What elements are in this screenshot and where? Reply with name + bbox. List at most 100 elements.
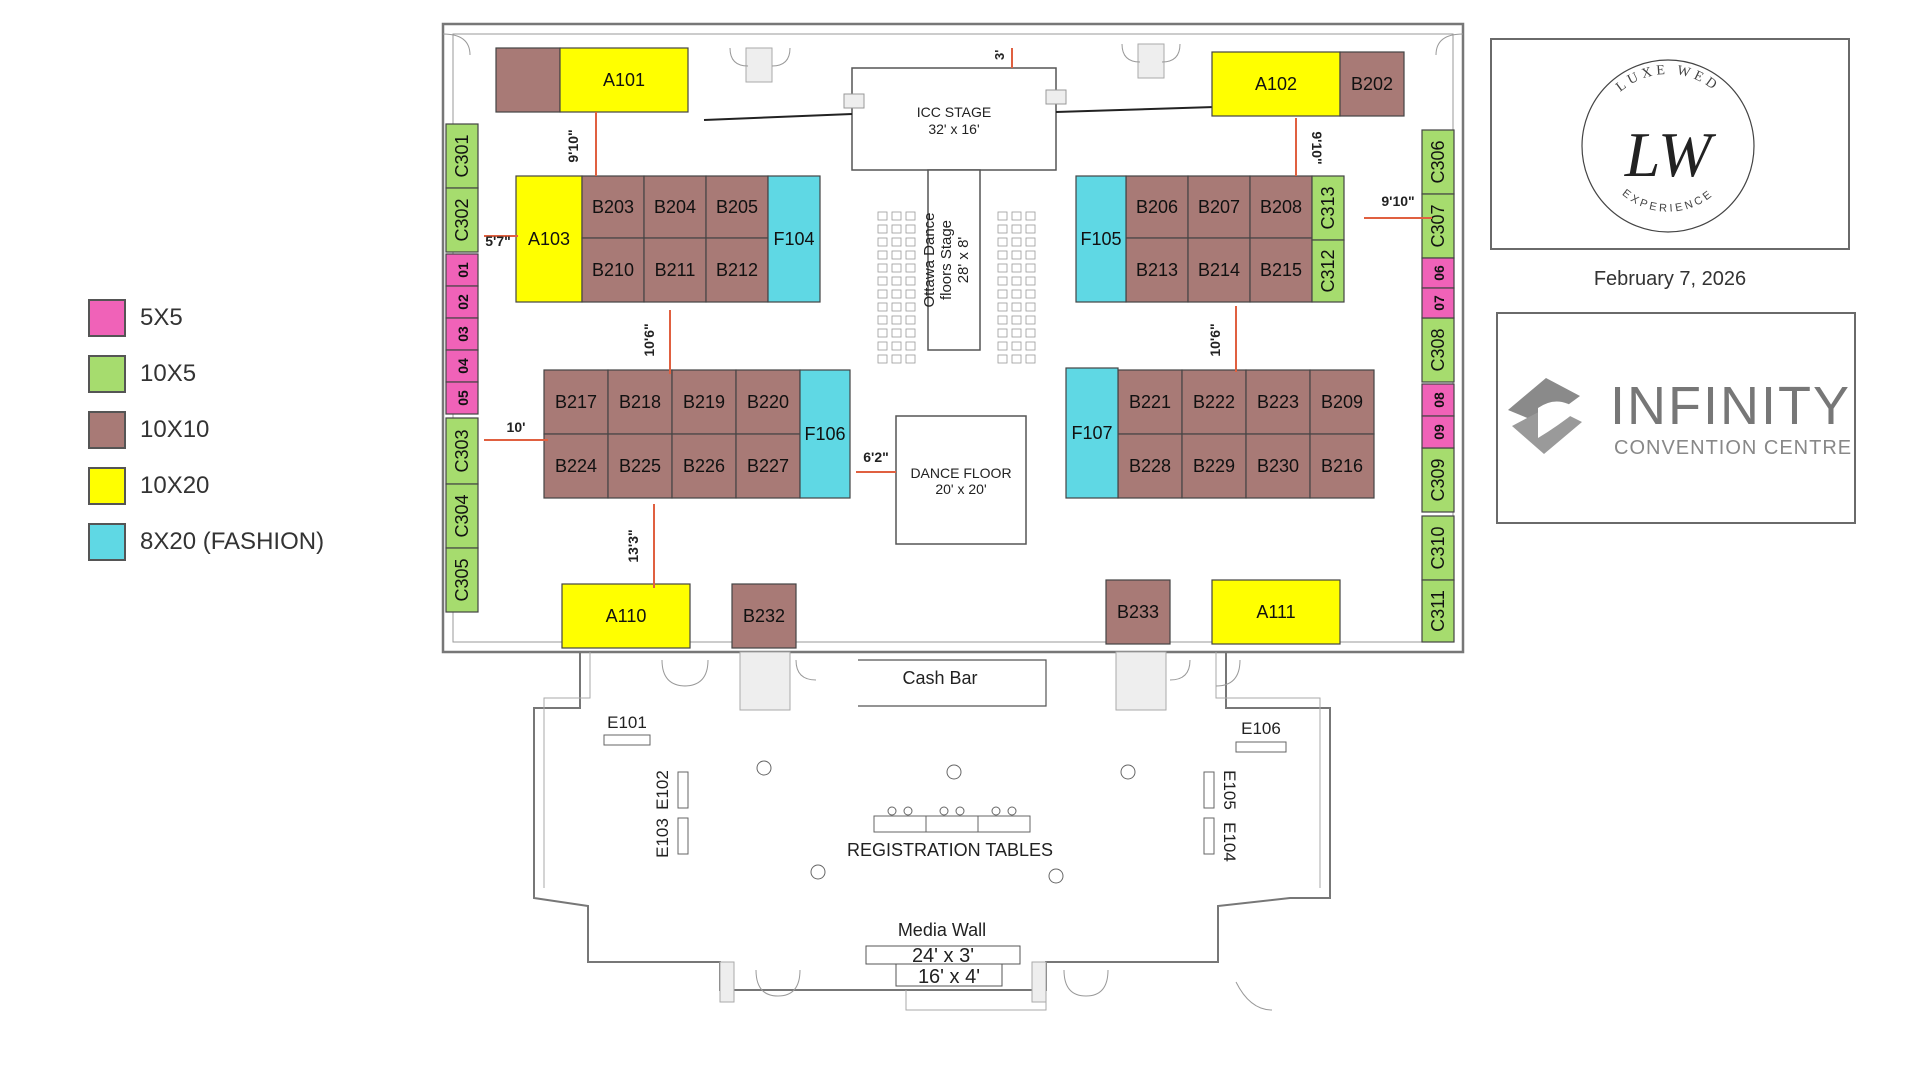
booth-rect[interactable]	[705, 237, 769, 303]
booth-C312[interactable]: C312	[1311, 239, 1345, 303]
booth-01[interactable]: 01	[445, 253, 479, 287]
booth-07[interactable]: 07	[1421, 287, 1455, 319]
booth-rect[interactable]	[1105, 579, 1171, 645]
booth-B215[interactable]: B215	[1249, 237, 1313, 303]
booth-B226[interactable]: B226	[671, 433, 737, 499]
booth-rect[interactable]	[1311, 239, 1345, 303]
booth-F106[interactable]: F106	[799, 369, 851, 499]
booth-rect[interactable]	[1421, 447, 1455, 513]
booth-rect[interactable]	[543, 433, 609, 499]
booth-B220[interactable]: B220	[735, 369, 801, 435]
booth-rect[interactable]	[1245, 433, 1311, 499]
booth-02[interactable]: 02	[445, 285, 479, 319]
booth-A102[interactable]: A102	[1211, 51, 1341, 117]
booth-B210[interactable]: B210	[581, 237, 645, 303]
booth-rect[interactable]	[1211, 51, 1341, 117]
booth-B228[interactable]: B228	[1117, 433, 1183, 499]
booth-B216[interactable]: B216	[1309, 433, 1375, 499]
booth-B205[interactable]: B205	[705, 175, 769, 239]
booth-rect[interactable]	[1421, 193, 1455, 259]
booth-B217[interactable]: B217	[543, 369, 609, 435]
booth-B206[interactable]: B206	[1125, 175, 1189, 239]
booth-rect[interactable]	[1249, 237, 1313, 303]
booth-B233[interactable]: B233	[1105, 579, 1171, 645]
booth-06[interactable]: 06	[1421, 257, 1455, 289]
booth-rect[interactable]	[559, 47, 689, 113]
booth-09[interactable]: 09	[1421, 415, 1455, 449]
booth-F104[interactable]: F104	[767, 175, 821, 303]
booth-A110[interactable]: A110	[561, 583, 691, 649]
booth-rect[interactable]	[445, 285, 479, 319]
booth-rect[interactable]	[1187, 175, 1251, 239]
booth-rect[interactable]	[1421, 515, 1455, 581]
booth-08[interactable]: 08	[1421, 383, 1455, 417]
booth-rect[interactable]	[1075, 175, 1127, 303]
booth-rect[interactable]	[1245, 369, 1311, 435]
booth-A101[interactable]: A101	[559, 47, 689, 113]
booth-rect[interactable]	[1421, 317, 1455, 383]
booth-F107[interactable]: F107	[1065, 367, 1119, 499]
booth-rect[interactable]	[1421, 287, 1455, 319]
booth-rect[interactable]	[543, 369, 609, 435]
booth-rect[interactable]	[799, 369, 851, 499]
booth-B209[interactable]: B209	[1309, 369, 1375, 435]
booth-B221[interactable]: B221	[1117, 369, 1183, 435]
booth-B227[interactable]: B227	[735, 433, 801, 499]
booth-C311[interactable]: C311	[1421, 579, 1455, 643]
booth-B219[interactable]: B219	[671, 369, 737, 435]
booth-rect[interactable]	[1339, 51, 1405, 117]
booth-rect[interactable]	[1117, 433, 1183, 499]
booth-C308[interactable]: C308	[1421, 317, 1455, 383]
booth-C302[interactable]: C302	[445, 187, 479, 253]
booth-rect[interactable]	[1117, 369, 1183, 435]
booth-A103[interactable]: A103	[515, 175, 583, 303]
booth-rect[interactable]	[445, 349, 479, 383]
booth-rect[interactable]	[731, 583, 797, 649]
booth-rect[interactable]	[643, 237, 707, 303]
booth-rect[interactable]	[445, 483, 479, 549]
booth-B203[interactable]: B203	[581, 175, 645, 239]
booth-03[interactable]: 03	[445, 317, 479, 351]
booth-B222[interactable]: B222	[1181, 369, 1247, 435]
booth-rect[interactable]	[445, 547, 479, 613]
booth-B214[interactable]: B214	[1187, 237, 1251, 303]
booth-C303[interactable]: C303	[445, 417, 479, 485]
booth-unlabeled[interactable]	[495, 47, 561, 113]
booth-rect[interactable]	[767, 175, 821, 303]
booth-B224[interactable]: B224	[543, 433, 609, 499]
booth-rect[interactable]	[1421, 257, 1455, 289]
booth-rect[interactable]	[561, 583, 691, 649]
booth-rect[interactable]	[581, 237, 645, 303]
booth-rect[interactable]	[1309, 433, 1375, 499]
booth-rect[interactable]	[1065, 367, 1119, 499]
booth-B229[interactable]: B229	[1181, 433, 1247, 499]
booth-C306[interactable]: C306	[1421, 129, 1455, 195]
booth-B207[interactable]: B207	[1187, 175, 1251, 239]
booth-B204[interactable]: B204	[643, 175, 707, 239]
booth-B232[interactable]: B232	[731, 583, 797, 649]
booth-B202[interactable]: B202	[1339, 51, 1405, 117]
booth-rect[interactable]	[445, 417, 479, 485]
booth-A111[interactable]: A111	[1211, 579, 1341, 645]
booth-C313[interactable]: C313	[1311, 175, 1345, 241]
booth-rect[interactable]	[1181, 433, 1247, 499]
booth-rect[interactable]	[1211, 579, 1341, 645]
booth-rect[interactable]	[445, 381, 479, 415]
booth-B212[interactable]: B212	[705, 237, 769, 303]
booth-C310[interactable]: C310	[1421, 515, 1455, 581]
booth-F105[interactable]: F105	[1075, 175, 1127, 303]
booth-C307[interactable]: C307	[1421, 193, 1455, 259]
booth-rect[interactable]	[1421, 415, 1455, 449]
booth-B208[interactable]: B208	[1249, 175, 1313, 239]
booth-rect[interactable]	[1421, 383, 1455, 417]
booth-rect[interactable]	[735, 433, 801, 499]
booth-B225[interactable]: B225	[607, 433, 673, 499]
booth-C301[interactable]: C301	[445, 123, 479, 189]
booth-C304[interactable]: C304	[445, 483, 479, 549]
booth-B211[interactable]: B211	[643, 237, 707, 303]
booth-rect[interactable]	[445, 187, 479, 253]
booth-B218[interactable]: B218	[607, 369, 673, 435]
booth-rect[interactable]	[1311, 175, 1345, 241]
booth-rect[interactable]	[445, 253, 479, 287]
booth-05[interactable]: 05	[445, 381, 479, 415]
